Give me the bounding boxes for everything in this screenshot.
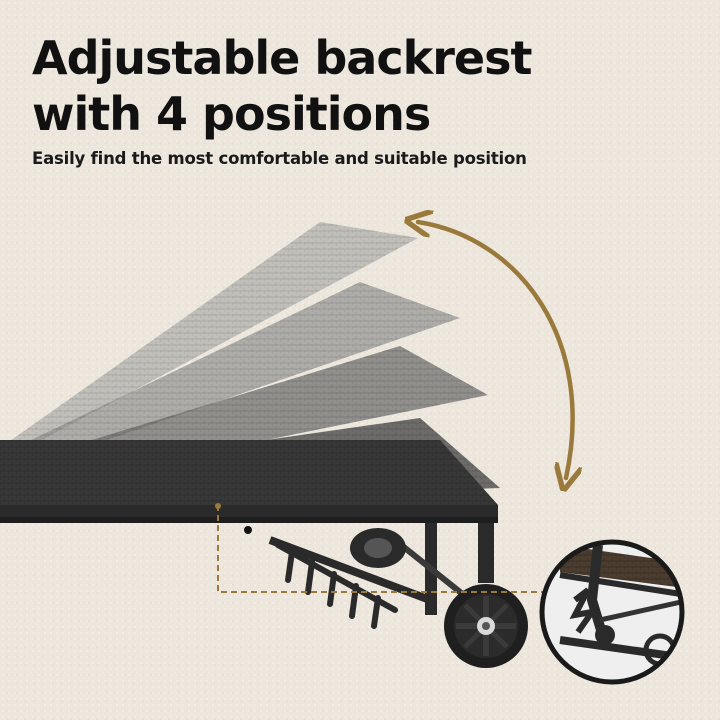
rear-wheel [350, 528, 406, 568]
zoom-detail-circle [539, 539, 685, 685]
adjustment-rack [275, 542, 398, 629]
headline-line-2: with 4 positions [32, 87, 431, 141]
callout-dashed-line [217, 505, 545, 593]
backrest-position-2 [0, 282, 460, 470]
headline: Adjustable backrest with 4 positions [32, 30, 532, 142]
adjustment-arrow-icon [418, 222, 573, 478]
headline-line-1: Adjustable backrest [32, 31, 532, 85]
subheadline: Easily find the most comfortable and sui… [32, 149, 527, 168]
backrest-position-1 [0, 222, 418, 456]
front-wheel [444, 584, 528, 668]
lounger-seat [0, 440, 498, 523]
